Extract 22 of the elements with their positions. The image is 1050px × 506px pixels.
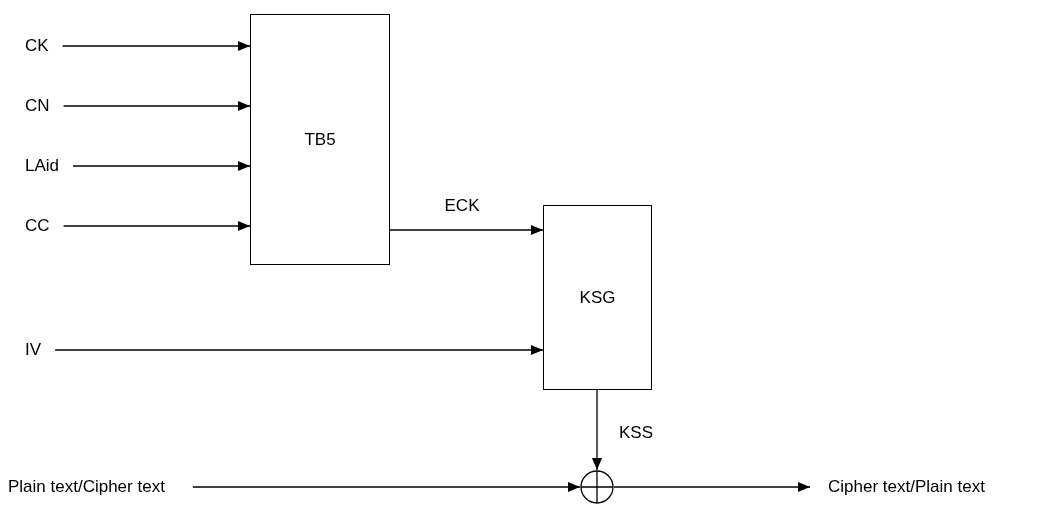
signal-label: LAid: [25, 155, 60, 177]
signal-label: CC: [25, 215, 50, 237]
box-label: TB5: [304, 128, 336, 151]
signal-label: Plain text/Cipher text: [8, 476, 165, 498]
edge-label: KSS: [617, 423, 655, 441]
signal-label: CN: [25, 95, 50, 117]
arrow: [62, 41, 251, 51]
process-box: [250, 14, 390, 265]
edge-label: ECK: [442, 196, 482, 214]
box-label: KSG: [579, 286, 616, 309]
arrow: [72, 161, 251, 171]
process-box: [543, 205, 652, 390]
arrow: [389, 225, 544, 235]
signal-label: IV: [25, 339, 42, 361]
signal-label: Cipher text/Plain text: [828, 476, 985, 498]
arrow: [592, 389, 602, 471]
signal-label: CK: [25, 35, 49, 57]
arrow: [54, 345, 544, 355]
arrow: [192, 482, 581, 492]
arrow: [62, 221, 251, 231]
arrow: [613, 482, 811, 492]
arrow: [62, 101, 251, 111]
